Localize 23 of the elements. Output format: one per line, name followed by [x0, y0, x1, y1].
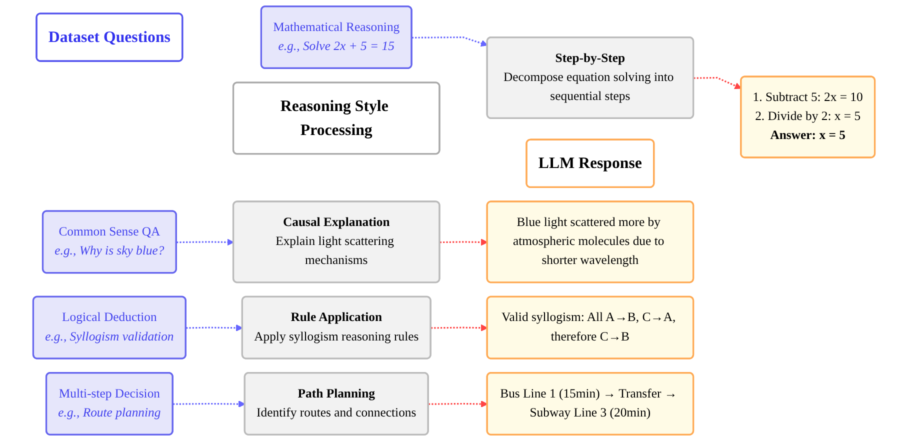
process-box: Step-by-Step Decompose equation solving into sequential steps: [486, 36, 694, 119]
dashed-arrow: [412, 36, 488, 47]
process-box: Logical Deduction e.g., Syllogism validation: [32, 296, 186, 360]
process-box: Common Sense QA e.g., Why is sky blue?: [42, 210, 177, 274]
dashed-arrow: [176, 238, 234, 246]
dashed-arrow: [173, 400, 246, 408]
process-box: Path Planning Identify routes and connections: [244, 372, 429, 436]
process-box: Blue light scattered more by atmospheric molecules due to shorter wavelength: [486, 200, 694, 284]
dashed-arrow: [694, 76, 742, 90]
dashed-arrow: [430, 324, 488, 332]
process-box: Rule Application Apply syllogism reasoning rules: [241, 296, 432, 360]
process-box: Dataset Questions: [36, 12, 184, 62]
dashed-arrow: [428, 400, 488, 408]
process-box: Bus Line 1 (15min) → Transfer → Subway Line 3 (20min): [486, 372, 694, 436]
process-box: LLM Response: [526, 138, 655, 188]
process-box: 1. Subtract 5: 2x = 10 2. Divide by 2: x = 5 Answer: x = 5: [740, 76, 876, 158]
process-box: Multi-step Decision e.g., Route planning: [45, 372, 174, 436]
process-box: Reasoning Style Processing: [232, 82, 440, 155]
process-box: Mathematical Reasoning e.g., Solve 2x + 5 = 15: [260, 6, 412, 69]
process-box: Causal Explanation Explain light scattering mechanisms: [232, 200, 440, 284]
dashed-arrow: [440, 238, 488, 246]
process-box: Valid syllogism: All A→B, C→A, therefore C→B: [486, 296, 694, 360]
dashed-arrow: [186, 324, 243, 332]
